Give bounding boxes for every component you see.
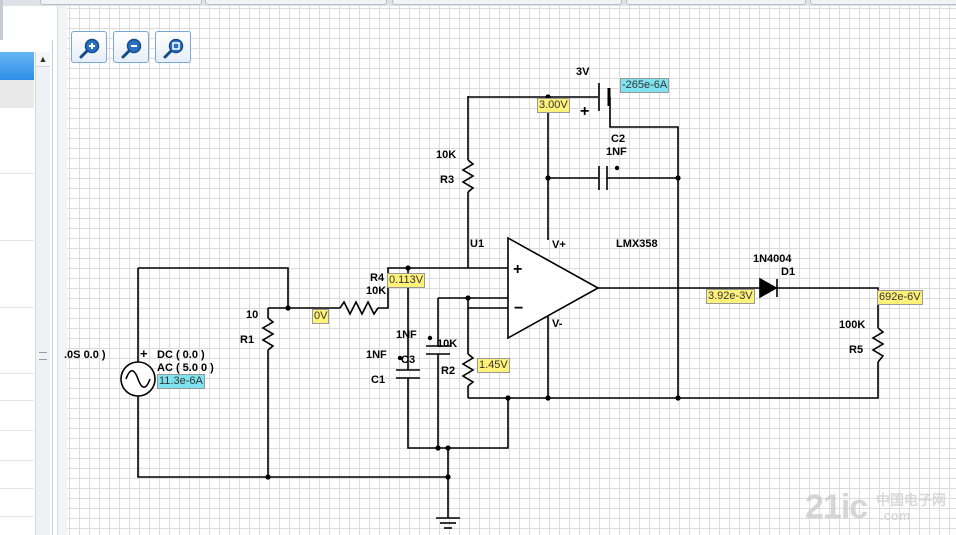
panel-row-divider: [0, 430, 34, 431]
probe-source-current[interactable]: 11.3e-6A: [157, 374, 205, 389]
resistor-r1-symbol: [261, 317, 275, 351]
vminus-label: V-: [552, 318, 563, 330]
r4-value: 10K: [366, 285, 386, 297]
d1-part: 1N4004: [753, 253, 792, 265]
source-partial-label: .0S 0.0 ): [64, 349, 106, 361]
zoom-in-icon: [79, 38, 100, 59]
r4-ref: R4: [370, 272, 385, 284]
vplus-label: V+: [552, 239, 566, 251]
r5-ref: R5: [849, 344, 863, 356]
panel-selected-row[interactable]: [0, 80, 34, 108]
tab[interactable]: [392, 0, 622, 5]
zoom-out-icon: [121, 38, 142, 59]
resistor-r4-symbol: [339, 300, 379, 316]
tab[interactable]: [626, 0, 806, 5]
battery-plus: +: [580, 103, 589, 120]
c1-value: 1NF: [366, 349, 387, 361]
probe-r4-node[interactable]: 0.113V: [387, 273, 426, 288]
r3-value: 10K: [436, 149, 456, 161]
c1-ref: C1: [371, 374, 385, 386]
panel-row-divider: [0, 400, 34, 401]
c3-value: 1NF: [396, 329, 417, 341]
panel-row-divider: [0, 488, 34, 489]
wire: [407, 378, 509, 449]
r5-value: 100K: [839, 319, 865, 331]
source-plus: +: [140, 346, 148, 361]
r2-value: 10K: [437, 338, 457, 350]
capacitor-c2-symbol: [598, 166, 608, 190]
r1-ref: R1: [240, 334, 254, 346]
watermark-logo: 21ic: [805, 488, 868, 526]
u1-plus: +: [513, 261, 522, 278]
component-panel: ▲: [0, 40, 53, 535]
resistor-r5-symbol: [871, 327, 885, 363]
scroll-grip-icon[interactable]: [39, 352, 47, 360]
diode-d1-symbol: [759, 277, 778, 299]
zoom-in-button[interactable]: [71, 31, 107, 63]
c2-ref: C2: [611, 133, 625, 145]
opamp-u1-symbol: [507, 236, 600, 340]
zoom-fit-icon: [163, 38, 184, 59]
wire: [137, 396, 448, 478]
probe-battery-current[interactable]: -265e-6A: [620, 78, 670, 93]
d1-ref: D1: [781, 266, 795, 278]
panel-scrollbar[interactable]: ▲: [35, 52, 50, 535]
scroll-up-arrow-icon[interactable]: ▲: [36, 52, 50, 67]
c2-value: 1NF: [606, 146, 627, 158]
tab[interactable]: [205, 0, 387, 5]
watermark-domain: .com: [880, 508, 911, 523]
resistor-r3-symbol: [461, 159, 475, 193]
panel-header[interactable]: [0, 52, 34, 80]
wire: [468, 362, 879, 399]
r2-ref: R2: [441, 365, 455, 377]
probe-input-node[interactable]: 0V: [312, 309, 330, 324]
u1-ref: U1: [470, 238, 484, 250]
probe-output-node[interactable]: 3.92e-3V: [706, 289, 755, 304]
wire: [777, 287, 879, 328]
probe-r2-node[interactable]: 1.45V: [477, 358, 510, 373]
wire: [609, 97, 679, 398]
battery-value: 3V: [576, 66, 590, 78]
u1-part: LMX358: [616, 238, 658, 250]
probe-load-node[interactable]: 692e-6V: [877, 290, 923, 305]
panel-row-divider: [0, 240, 34, 241]
r3-ref: R3: [440, 174, 454, 186]
zoom-fit-button[interactable]: [155, 31, 191, 63]
capacitor-c1-symbol: [396, 369, 420, 379]
panel-row-divider: [0, 460, 34, 461]
sine-wave-icon: [125, 369, 151, 389]
tab[interactable]: [810, 0, 956, 5]
u1-minus: −: [514, 300, 523, 317]
wire: [138, 267, 340, 309]
watermark-cn: 中国电子网: [876, 492, 946, 508]
wire: [378, 267, 468, 309]
panel-row-divider: [0, 373, 34, 374]
panel-row-divider: [0, 516, 34, 517]
r1-value: 10: [246, 309, 258, 321]
zoom-out-button[interactable]: [113, 31, 149, 63]
panel-row-divider: [0, 173, 34, 174]
splitter[interactable]: [57, 6, 68, 535]
source-dc: DC ( 0.0 ): [157, 349, 205, 361]
probe-3v-node[interactable]: 3.00V: [537, 98, 570, 113]
source-ac: AC ( 5.0 0 ): [157, 362, 214, 374]
battery-symbol: [598, 83, 611, 111]
resistor-r2-symbol: [461, 353, 475, 387]
tab[interactable]: [40, 0, 202, 5]
panel-row-divider: [0, 307, 34, 308]
c3-ref: C3: [401, 354, 415, 366]
